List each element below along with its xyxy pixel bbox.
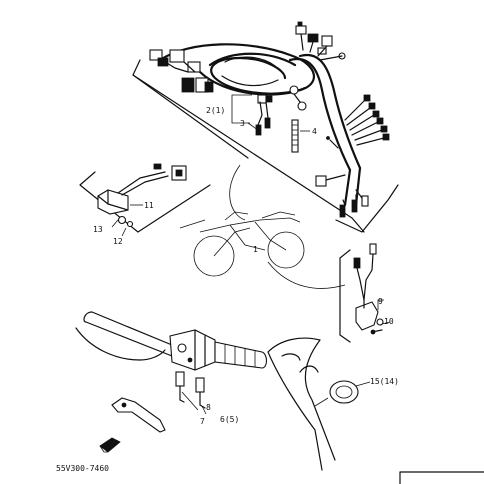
callout-8: 8 [206,403,211,412]
callout-3: 3 [240,119,245,128]
callout-4: 4 [312,127,317,136]
callout-2: 2(1) [206,106,225,115]
switch-body [355,301,379,331]
switch-group [339,243,391,343]
lever [111,397,166,433]
callout-9: 9 [378,297,383,306]
grip [214,341,268,369]
frame-tube-group [267,337,371,471]
frame-outline [267,337,336,471]
top-connectors [295,21,346,61]
switch-panel-frame [339,249,351,343]
lower-branches [315,136,369,218]
diagram-code: 55V300-7460 [56,464,109,473]
handlebar [83,311,173,357]
callout-6: 6(5) [220,415,239,424]
corner-mark [399,471,484,484]
right-connector-fan [344,94,390,146]
relay-group [79,163,211,237]
callout-12: 12 [113,237,123,246]
callout-1: 1 [253,245,258,254]
handlebar-assembly [75,311,268,453]
callout-15: 15(14) [370,377,399,386]
wire-harness-group [132,21,399,233]
callout-11: 11 [144,201,154,210]
harness-panel-frame [132,59,399,233]
callout-7: 7 [200,417,205,426]
callout-13: 13 [93,225,103,234]
callout-labels: 1 2(1) 3 4 6(5) 7 8 9 10 11 12 13 15(14) [93,106,399,426]
part-4-clamp [291,119,299,153]
harness-trunk [288,57,352,172]
cable-clip [99,437,121,453]
switch-housing [169,329,216,371]
callout-10: 10 [384,317,394,326]
motorcycle-silhouette [179,164,346,289]
left-connectors [149,49,307,136]
grommet [329,380,359,404]
